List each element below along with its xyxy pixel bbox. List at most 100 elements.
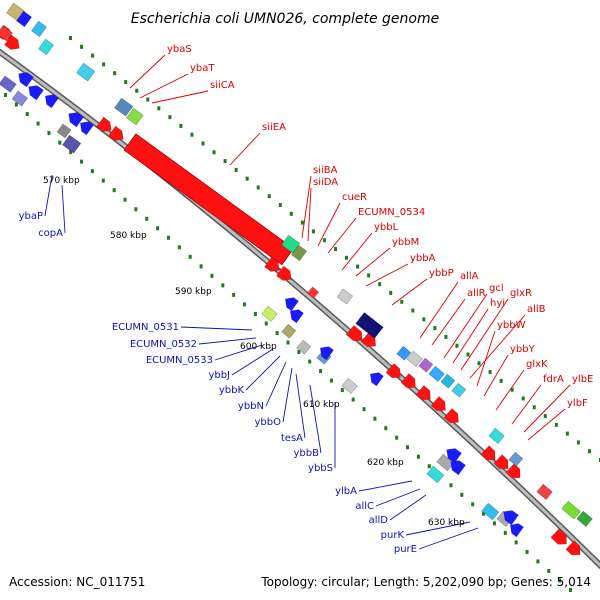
feature-block: [341, 377, 358, 394]
tick-mark-outer: [499, 378, 503, 383]
tick-mark-inner: [351, 397, 355, 402]
tick-mark-outer: [466, 352, 470, 357]
feature-block: [451, 382, 467, 398]
tick-mark-inner: [156, 226, 160, 231]
forward-gene-label: siiDA: [313, 177, 338, 188]
tick-mark-inner: [547, 568, 551, 573]
forward-gene-arrow: [400, 373, 416, 389]
tick-mark-inner: [406, 445, 410, 450]
forward-gene-arrow: [276, 265, 292, 281]
feature-block: [296, 339, 312, 355]
tick-mark-inner: [340, 388, 344, 393]
label-leader-line: [229, 132, 261, 166]
kbp-tick-label: 580 kbp: [110, 231, 147, 241]
reverse-gene-label: ylbA: [335, 486, 357, 497]
tick-mark-outer: [455, 343, 459, 348]
tick-mark-outer: [356, 264, 360, 269]
feature-block: [38, 38, 55, 56]
feature-block: [336, 288, 354, 305]
reverse-gene-arrow: [28, 85, 44, 101]
feature-block: [576, 510, 593, 527]
forward-gene-label: glxR: [510, 288, 532, 299]
tick-mark-inner: [199, 264, 203, 269]
tick-mark-inner: [123, 197, 127, 202]
tick-mark-outer: [278, 203, 282, 208]
label-leader-line: [495, 369, 525, 411]
feature-block: [76, 62, 96, 82]
forward-gene-label: allA: [460, 271, 479, 282]
backbone-line: [0, 50, 600, 568]
forward-gene-arrow: [385, 363, 401, 379]
tick-mark-inner: [482, 511, 486, 516]
tick-mark-inner: [69, 150, 73, 155]
reverse-gene-label: ybaP: [19, 211, 43, 222]
tick-mark-outer: [411, 308, 415, 313]
tick-mark-outer: [510, 387, 514, 392]
tick-mark-outer: [400, 299, 404, 304]
label-leader-line: [265, 361, 287, 407]
tick-mark-outer: [201, 141, 205, 146]
label-leader-line: [61, 184, 66, 234]
feature-block: [281, 323, 297, 339]
reverse-gene-arrow: [289, 309, 304, 324]
feature-block: [440, 373, 456, 389]
tick-mark-outer: [543, 414, 547, 419]
backbone-layer: [0, 48, 600, 570]
label-leader-line: [309, 384, 322, 454]
feature-block: [126, 107, 144, 126]
tick-mark-inner: [145, 216, 149, 221]
genome-summary-text: Topology: circular; Length: 5,202,090 bp…: [260, 575, 591, 589]
tick-mark-inner: [243, 302, 247, 307]
gene-ybbA-block: [355, 312, 384, 339]
tick-mark-inner: [514, 540, 518, 545]
tick-mark-outer: [433, 326, 437, 331]
tick-mark-inner: [221, 283, 225, 288]
label-leader-line: [44, 174, 53, 217]
reverse-gene-label: ybbO: [255, 417, 282, 428]
tick-mark-outer: [521, 396, 525, 401]
tick-mark-outer: [311, 229, 315, 234]
reverse-gene-arrow: [503, 510, 519, 526]
tick-mark-outer: [256, 185, 260, 190]
feature-block: [0, 75, 17, 93]
reverse-gene-arrow: [369, 372, 384, 387]
tick-mark-inner: [264, 321, 268, 326]
feature-block: [508, 451, 524, 467]
reverse-gene-arrow: [509, 523, 524, 538]
tick-mark-outer: [367, 273, 371, 278]
tick-mark-outer: [389, 290, 393, 295]
forward-gene-arrow: [550, 528, 567, 545]
accession-text: Accession: NC_011751: [9, 575, 145, 589]
label-leader-line: [214, 344, 263, 361]
tick-mark-outer: [289, 211, 293, 216]
reverse-gene-label: allC: [355, 501, 374, 512]
tick-mark-inner: [101, 178, 105, 183]
label-leader-line: [139, 73, 189, 99]
tick-mark-outer: [345, 255, 349, 260]
label-leader-line: [295, 373, 306, 439]
tick-mark-outer: [245, 176, 249, 181]
label-lines-layer: [44, 54, 571, 550]
label-leader-line: [317, 202, 341, 247]
forward-gene-arrow: [480, 445, 496, 461]
kbp-tick-label: 620 kbp: [367, 458, 404, 468]
kbp-tick-label: 570 kbp: [43, 176, 80, 186]
feature-block: [418, 357, 434, 373]
forward-gene-label: ybbW: [497, 320, 526, 331]
tick-mark-outer: [477, 361, 481, 366]
tick-mark-outer: [157, 106, 161, 111]
tick-mark-inner: [14, 102, 18, 107]
reverse-gene-label: purK: [381, 530, 405, 541]
forward-gene-label: glxK: [526, 359, 548, 370]
label-leader-line: [452, 308, 489, 364]
tick-mark-outer: [234, 167, 238, 172]
forward-gene-label: ybbM: [392, 237, 419, 248]
tick-mark-inner: [373, 416, 377, 421]
reverse-gene-arrow: [44, 94, 59, 109]
forward-gene-arrow: [443, 408, 459, 424]
tick-mark-outer: [300, 220, 304, 225]
tick-mark-inner: [449, 483, 453, 488]
feature-block: [426, 465, 445, 484]
label-leader-line: [358, 480, 413, 492]
reverse-gene-label: ECUMN_0532: [130, 339, 197, 350]
